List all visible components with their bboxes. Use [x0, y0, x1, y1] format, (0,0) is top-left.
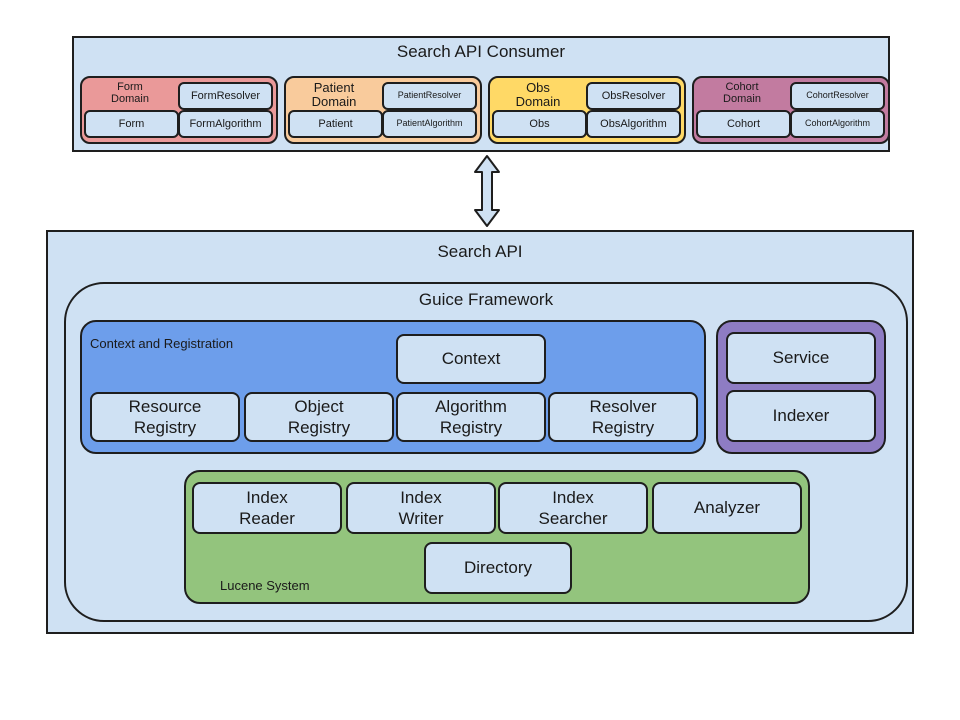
- indexer-box: Indexer: [726, 390, 876, 442]
- service-box: Service: [726, 332, 876, 384]
- resolver-registry: Resolver Registry: [548, 392, 698, 442]
- patient-resolver: PatientResolver: [382, 82, 477, 110]
- cohort-resolver: CohortResolver: [790, 82, 885, 110]
- patient-entity: Patient: [288, 110, 383, 138]
- obs-domain-label: Obs Domain: [515, 80, 561, 109]
- analyzer-box: Analyzer: [652, 482, 802, 534]
- cohort-entity: Cohort: [696, 110, 791, 138]
- index-reader-box: Index Reader: [192, 482, 342, 534]
- directory-box: Directory: [424, 542, 572, 594]
- patient-domain-label: Patient Domain: [311, 80, 357, 109]
- form-entity: Form: [84, 110, 179, 138]
- consumer-title: Search API Consumer: [396, 42, 566, 61]
- resource-registry: Resource Registry: [90, 392, 240, 442]
- index-writer-box: Index Writer: [346, 482, 496, 534]
- lucene-system-label: Lucene System: [220, 578, 310, 593]
- double-arrow-icon: [474, 155, 500, 227]
- form-domain-label: Form Domain: [111, 81, 149, 105]
- obs-entity: Obs: [492, 110, 587, 138]
- context-box: Context: [396, 334, 546, 384]
- form-resolver: FormResolver: [178, 82, 273, 110]
- obs-algorithm: ObsAlgorithm: [586, 110, 681, 138]
- cohort-algorithm: CohortAlgorithm: [790, 110, 885, 138]
- index-searcher-box: Index Searcher: [498, 482, 648, 534]
- obs-resolver: ObsResolver: [586, 82, 681, 110]
- search-api-title: Search API: [437, 242, 523, 261]
- object-registry: Object Registry: [244, 392, 394, 442]
- form-algorithm: FormAlgorithm: [178, 110, 273, 138]
- patient-algorithm: PatientAlgorithm: [382, 110, 477, 138]
- cohort-domain-label: Cohort Domain: [723, 81, 761, 105]
- algorithm-registry: Algorithm Registry: [396, 392, 546, 442]
- context-registration-label: Context and Registration: [90, 336, 234, 351]
- guice-framework-title: Guice Framework: [418, 290, 554, 309]
